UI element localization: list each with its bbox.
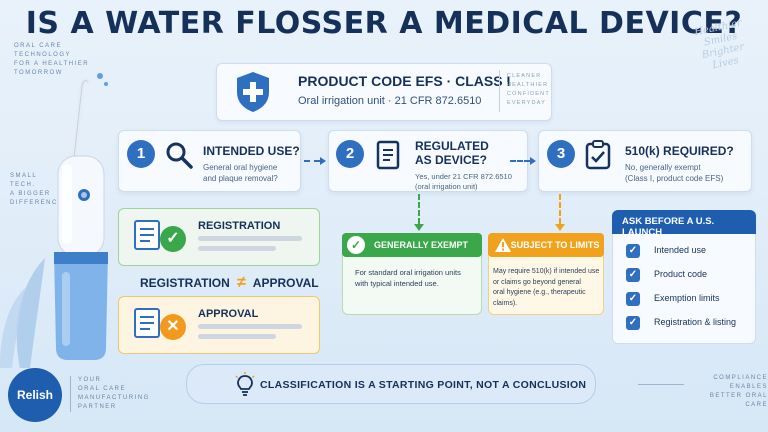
approval-label: APPROVAL <box>198 308 259 320</box>
step-3-card <box>538 130 752 192</box>
divider <box>70 376 71 412</box>
bottom-right-note: COMPLIANCE ENABLES BETTER ORAL CARE <box>709 375 768 408</box>
relish-logo: Relish <box>8 368 62 422</box>
magnifier-icon <box>166 142 193 169</box>
limits-badge: SUBJECT TO LIMITS <box>488 233 604 257</box>
arrow-step-1-to-2 <box>304 160 320 162</box>
exempt-badge: GENERALLY EXEMPT <box>342 233 482 257</box>
arrow-head-icon <box>414 224 424 231</box>
checklist-item-intended-use: Intended use <box>654 245 707 255</box>
x-icon: ✕ <box>160 314 186 340</box>
product-code-subtitle: Oral irrigation unit · 21 CFR 872.6510 <box>298 95 482 107</box>
step-2-title: REGULATED AS DEVICE? <box>415 139 489 167</box>
step-3-subtitle: No, generally exempt (Class I, product c… <box>625 163 724 183</box>
checklist-item-registration-listing: Registration & listing <box>654 317 737 327</box>
page-title: IS A WATER FLOSSER A MEDICAL DEVICE? <box>25 6 743 41</box>
checklist-item-product-code: Product code <box>654 269 708 279</box>
divider <box>499 70 500 112</box>
arrow-head-icon <box>320 157 326 165</box>
water-flosser-illustration <box>0 73 108 368</box>
arrow-head-icon <box>555 224 565 231</box>
checkbox-checked[interactable]: ✓ <box>626 268 640 282</box>
arrow-head-icon <box>530 157 536 165</box>
check-icon: ✓ <box>347 236 365 254</box>
check-icon: ✓ <box>160 226 186 252</box>
checkbox-checked[interactable]: ✓ <box>626 292 640 306</box>
conclusion-banner-text: CLASSIFICATION IS A STARTING POINT, NOT … <box>260 379 587 391</box>
warning-icon <box>495 238 511 252</box>
step-3-number: 3 <box>547 140 575 168</box>
step-1-subtitle: General oral hygiene and plaque removal? <box>203 163 278 183</box>
mid-left-note: SMALL TECH. A BIGGER DIFFERENCE. <box>10 173 67 206</box>
arrow-to-exempt <box>418 194 420 224</box>
registration-vs-approval: REGISTRATION ≠ APPROVAL <box>140 274 319 291</box>
arrow-to-limits <box>559 194 561 224</box>
product-code-tag: CLEANER HEALTHIER CONFIDENT EVERYDAY <box>507 73 550 106</box>
divider <box>638 384 684 385</box>
product-code-card <box>216 63 552 121</box>
document-icon <box>376 140 400 170</box>
top-left-note: ORAL CARE TECHNOLOGY FOR A HEALTHIER TOM… <box>14 43 90 76</box>
product-code-title: PRODUCT CODE EFS · CLASS I <box>298 73 511 89</box>
shield-medical-icon <box>237 72 269 112</box>
checkbox-checked[interactable]: ✓ <box>626 244 640 258</box>
registration-label: REGISTRATION <box>198 220 281 232</box>
step-1-number: 1 <box>127 140 155 168</box>
lightbulb-icon <box>235 372 255 396</box>
arrow-step-2-to-3 <box>510 160 530 162</box>
step-1-title: INTENDED USE? <box>203 144 300 158</box>
clipboard-check-icon <box>585 140 611 170</box>
conclusion-banner <box>186 364 596 404</box>
brand-note: YOUR ORAL CARE MANUFACTURING PARTNER <box>78 377 150 410</box>
checklist-item-exemption-limits: Exemption limits <box>654 293 720 303</box>
checklist-heading: ASK BEFORE A U.S. LAUNCH <box>612 210 756 238</box>
step-2-number: 2 <box>336 140 364 168</box>
exempt-text: For standard oral irrigation units with … <box>355 268 461 288</box>
step-3-title: 510(k) REQUIRED? <box>625 144 734 158</box>
checkbox-checked[interactable]: ✓ <box>626 316 640 330</box>
step-2-subtitle: Yes, under 21 CFR 872.6510 (oral irrigat… <box>415 172 512 191</box>
limits-text: May require 510(k) if intended use or cl… <box>493 268 600 307</box>
